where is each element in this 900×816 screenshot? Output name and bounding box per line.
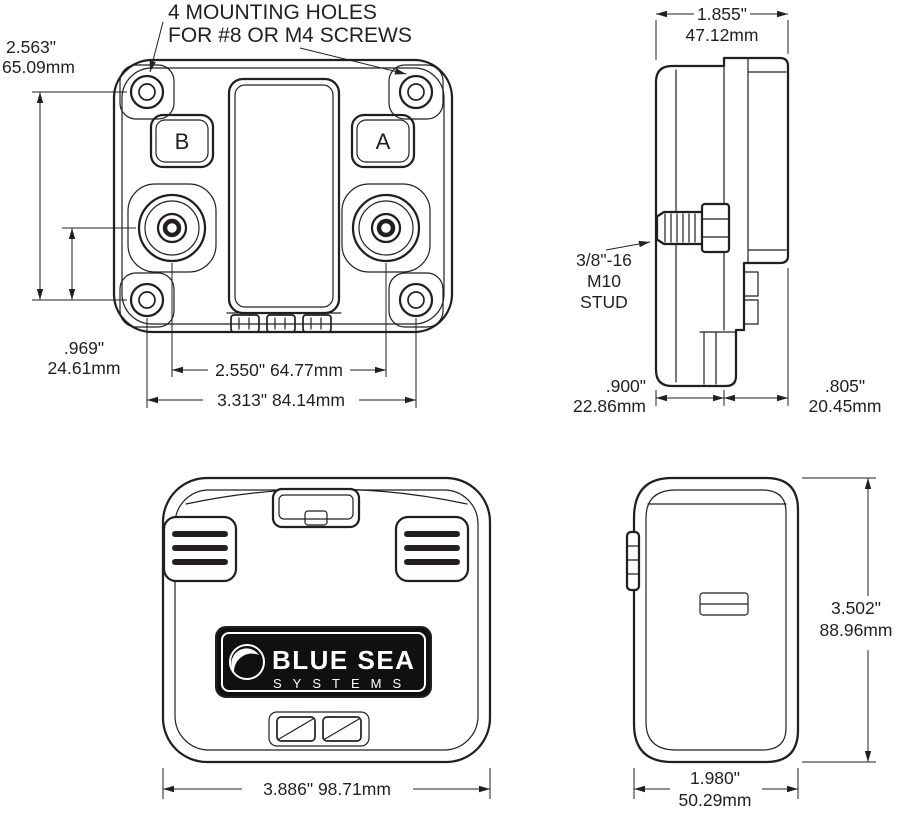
dimension-overall-depth: 1.855" 47.12mm bbox=[655, 4, 789, 60]
dim-depth-in: 1.855" bbox=[697, 4, 747, 24]
cover-front-view: BLUE SEA SYSTEMS 3.886" 98.71mm bbox=[161, 476, 492, 799]
dim-vertical-mm: 65.09mm bbox=[2, 57, 75, 77]
stud-leader-line bbox=[605, 240, 651, 251]
dimension-cover-width: 3.886" 98.71mm bbox=[162, 768, 491, 799]
actuator-panel bbox=[227, 77, 341, 315]
brand-name-line2: SYSTEMS bbox=[273, 676, 412, 691]
dim-cover-height-mm: 88.96mm bbox=[820, 620, 893, 640]
stud-terminal-right bbox=[341, 183, 431, 273]
cover-side-outline bbox=[632, 476, 800, 764]
bottom-connector-tabs bbox=[226, 312, 342, 333]
stud-note-line3: STUD bbox=[580, 292, 628, 312]
dim-stud-spacing: 2.550" 64.77mm bbox=[215, 360, 343, 380]
cover-side-clip-right bbox=[394, 515, 470, 583]
dim-rear-depth-mm: 20.45mm bbox=[809, 396, 882, 416]
cover-top-latch bbox=[271, 487, 361, 529]
mounting-note-line2: FOR #8 OR M4 SCREWS bbox=[168, 24, 412, 47]
button-b: B bbox=[149, 113, 215, 169]
leader-line-right-hole bbox=[299, 47, 407, 75]
brand-logo-mark bbox=[229, 644, 265, 680]
dim-stud-offset-mm: 24.61mm bbox=[48, 358, 121, 378]
button-a-label: A bbox=[376, 129, 391, 154]
dimension-hole-spacing-horizontal: 3.313" 84.14mm bbox=[146, 318, 417, 410]
dim-rear-depth-in: .805" bbox=[825, 376, 865, 396]
dim-front-depth-in: .900" bbox=[606, 376, 646, 396]
dimension-front-depth: .900" 22.86mm bbox=[573, 376, 725, 416]
dimension-rear-depth: .805" 20.45mm bbox=[724, 268, 881, 416]
brand-plate: BLUE SEA SYSTEMS bbox=[215, 626, 432, 698]
cover-side-clip bbox=[625, 530, 641, 592]
cover-side-view: 3.502" 88.96mm 1.980" 50.29mm bbox=[625, 476, 893, 810]
dimension-cover-height: 3.502" 88.96mm bbox=[802, 477, 893, 763]
stud-note-line2: M10 bbox=[587, 271, 621, 291]
button-a: A bbox=[350, 113, 416, 169]
dim-hole-spacing: 3.313" 84.14mm bbox=[217, 390, 345, 410]
dim-cover-height-in: 3.502" bbox=[831, 598, 881, 618]
stud-callout: 3/8"-16 M10 STUD bbox=[576, 240, 651, 312]
mounting-note-line1: 4 MOUNTING HOLES bbox=[168, 1, 377, 24]
dim-vertical-in: 2.563" bbox=[6, 37, 56, 57]
dim-stud-offset-in: .969" bbox=[64, 338, 104, 358]
mounting-hole-top-right bbox=[388, 64, 444, 120]
dimension-stud-offset: .969" 24.61mm bbox=[48, 227, 136, 378]
brand-name-line1: BLUE SEA bbox=[272, 645, 415, 675]
stud-note-line1: 3/8"-16 bbox=[576, 250, 632, 270]
front-view: B A bbox=[2, 1, 454, 410]
mounting-hole-top-left bbox=[119, 64, 175, 120]
stud-terminal-left bbox=[127, 183, 217, 273]
side-view: 3/8"-16 M10 STUD 1.855" 47.12mm .900" 22… bbox=[573, 4, 881, 416]
dimension-vertical-hole-spacing: 2.563" 65.09mm bbox=[2, 37, 127, 301]
dim-cover-depth-mm: 50.29mm bbox=[679, 790, 752, 810]
stud-hex-nut bbox=[700, 202, 731, 254]
dimension-stud-spacing: 2.550" 64.77mm bbox=[171, 263, 387, 380]
dim-cover-depth-in: 1.980" bbox=[690, 768, 740, 788]
terminal-stud bbox=[655, 202, 731, 254]
cover-bottom-latches bbox=[268, 711, 370, 747]
dim-front-depth-mm: 22.86mm bbox=[573, 396, 646, 416]
dim-depth-mm: 47.12mm bbox=[686, 25, 759, 45]
mounting-note: 4 MOUNTING HOLES FOR #8 OR M4 SCREWS bbox=[149, 1, 412, 75]
button-b-label: B bbox=[175, 129, 190, 154]
leader-line-left-hole bbox=[149, 21, 164, 73]
brand-logo-wave-icon bbox=[231, 648, 259, 672]
dim-cover-width: 3.886" 98.71mm bbox=[263, 779, 391, 799]
dimension-cover-depth: 1.980" 50.29mm bbox=[633, 768, 799, 810]
cover-side-clip-left bbox=[162, 515, 238, 583]
